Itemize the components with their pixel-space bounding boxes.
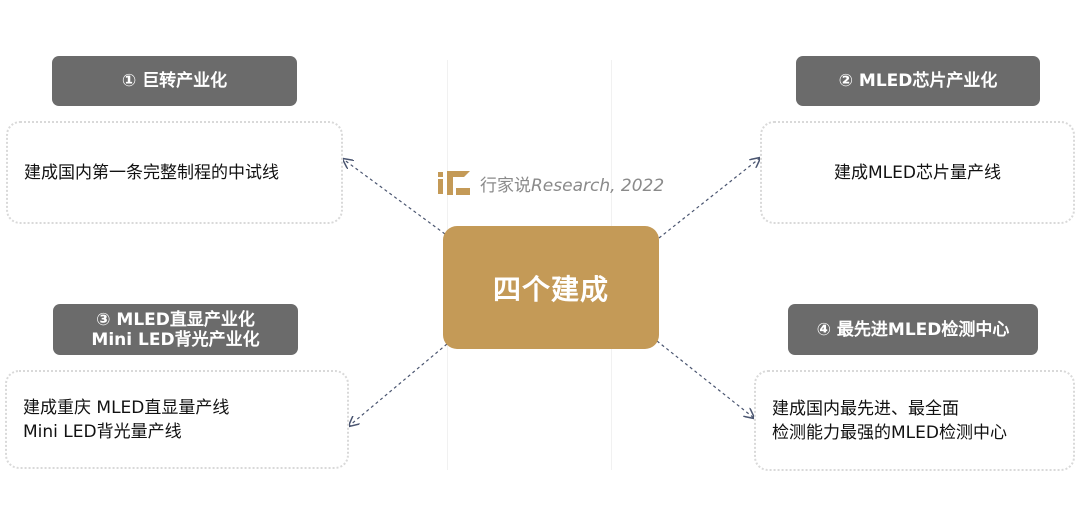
tag-q3-line2: Mini LED背光产业化 — [91, 329, 260, 350]
brand-logo-icon — [438, 171, 470, 195]
watermark: 行家说Research, 2022 — [438, 166, 664, 200]
box-q2: 建成MLED芯片量产线 — [760, 121, 1075, 224]
arrow-to-q3 — [349, 343, 448, 426]
arrow-to-q2 — [658, 158, 760, 239]
tag-q4: ④ 最先进MLED检测中心 — [788, 304, 1038, 355]
box-q4: 建成国内最先进、最全面 检测能力最强的MLED检测中心 — [754, 370, 1075, 471]
tag-q1: ① 巨转产业化 — [52, 56, 297, 106]
box-q1: 建成国内第一条完整制程的中试线 — [6, 121, 343, 224]
arrow-to-q4 — [656, 340, 754, 418]
tag-q3: ③ MLED直显产业化 Mini LED背光产业化 — [53, 304, 298, 355]
box-q3-line2: Mini LED背光量产线 — [23, 421, 182, 442]
center-hub-label: 四个建成 — [492, 272, 609, 306]
box-q3-line1: 建成重庆 MLED直显量产线 — [23, 397, 230, 418]
tag-q3-line1: ③ MLED直显产业化 — [96, 309, 255, 330]
box-q1-text: 建成国内第一条完整制程的中试线 — [24, 162, 279, 183]
tag-q2: ② MLED芯片产业化 — [796, 56, 1040, 106]
box-q4-line2: 检测能力最强的MLED检测中心 — [772, 422, 1007, 443]
watermark-text: 行家说Research, 2022 — [480, 175, 665, 196]
center-hub: 四个建成 — [443, 226, 659, 349]
box-q2-text: 建成MLED芯片量产线 — [834, 162, 1001, 183]
arrow-to-q1 — [343, 159, 446, 235]
box-q4-line1: 建成国内最先进、最全面 — [772, 398, 959, 419]
box-q3: 建成重庆 MLED直显量产线 Mini LED背光量产线 — [5, 370, 349, 469]
